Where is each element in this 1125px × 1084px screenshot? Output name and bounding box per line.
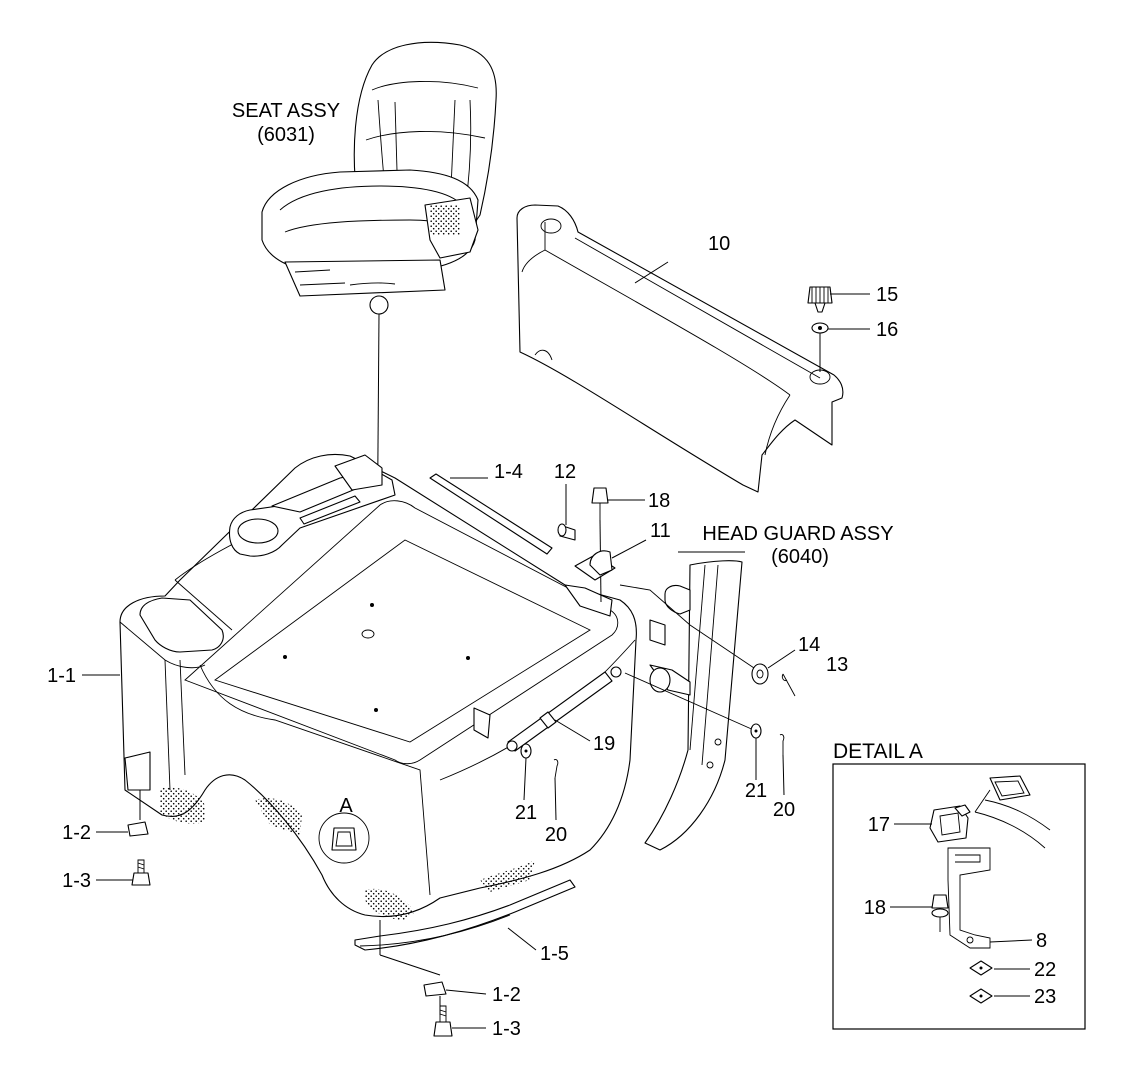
label-17: 17 — [868, 814, 890, 836]
label-18-top: 18 — [648, 490, 670, 512]
head-guard-label: HEAD GUARD ASSY — [702, 523, 893, 545]
label-10: 10 — [708, 233, 730, 255]
label-11: 11 — [650, 520, 671, 542]
detail-a-box — [832, 763, 1086, 1030]
label-13: 13 — [826, 654, 848, 676]
hinge-11 — [574, 550, 616, 581]
leader-lines — [82, 261, 1033, 1029]
label-1-1: 1-1 — [47, 665, 76, 687]
label-15: 15 — [876, 284, 898, 306]
head-guard — [619, 551, 761, 851]
detail-a-drawing — [929, 775, 1051, 1004]
seat-assy-ref: (6031) — [257, 124, 315, 146]
label-1-2-bottom: 1-2 — [492, 984, 521, 1006]
label-21-left: 21 — [515, 802, 537, 824]
gas-spring-19 — [473, 666, 622, 752]
rear-cover-10 — [516, 204, 844, 493]
label-21-right: 21 — [745, 780, 767, 802]
pin-20-left — [553, 759, 559, 779]
label-22: 22 — [1034, 959, 1056, 981]
label-16: 16 — [876, 319, 898, 341]
bolt-1-3-left — [131, 859, 151, 886]
pin-20-right — [779, 734, 785, 755]
label-19: 19 — [593, 733, 615, 755]
label-18-detail: 18 — [864, 897, 886, 919]
seat-assy-label: SEAT ASSY — [232, 100, 340, 122]
plate-1-2-left — [127, 821, 149, 837]
plate-1-2-bottom — [423, 981, 447, 997]
label-1-4: 1-4 — [494, 461, 523, 483]
label-20-left: 20 — [545, 824, 567, 846]
label-8: 8 — [1036, 930, 1047, 952]
label-12: 12 — [554, 461, 576, 483]
label-1-2-left: 1-2 — [62, 822, 91, 844]
hood-1-1 — [119, 453, 637, 951]
strip-1-4 — [429, 473, 553, 555]
bolt-18-top — [591, 487, 609, 520]
label-1-3-bottom: 1-3 — [492, 1018, 521, 1040]
washer-14 — [751, 663, 769, 685]
label-20-right: 20 — [773, 799, 795, 821]
pin-13 — [781, 673, 796, 697]
label-1-5: 1-5 — [540, 943, 569, 965]
view-marker-a: A — [339, 795, 353, 817]
label-14: 14 — [798, 634, 820, 656]
flange-1-5 — [354, 879, 576, 951]
head-guard-ref: (6040) — [771, 546, 829, 568]
label-23: 23 — [1034, 986, 1056, 1008]
detail-a-title: DETAIL A — [833, 740, 923, 763]
label-1-3-left: 1-3 — [62, 870, 91, 892]
bolt-1-3-bottom — [433, 1005, 453, 1037]
pin-12 — [557, 523, 576, 541]
seat-assembly — [261, 41, 497, 315]
knob-15 — [807, 286, 833, 313]
